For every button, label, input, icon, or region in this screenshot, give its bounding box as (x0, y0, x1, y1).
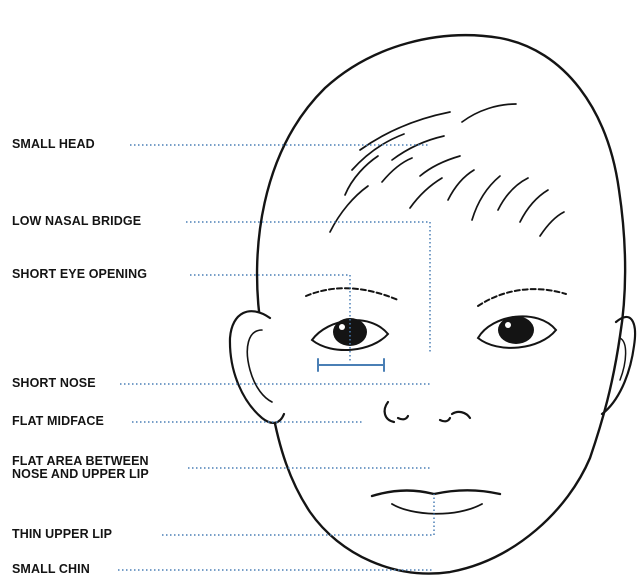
label-small-head: SMALL HEAD (12, 138, 95, 151)
label-flat-area-line2: NOSE AND UPPER LIP (12, 468, 149, 481)
label-short-nose: SHORT NOSE (12, 377, 96, 390)
label-small-chin: SMALL CHIN (12, 563, 90, 576)
right-ear-inner (620, 338, 626, 380)
label-flat-area-between-nose-and-upper-lip: FLAT AREA BETWEEN NOSE AND UPPER LIP (12, 455, 149, 481)
label-short-eye-opening: SHORT EYE OPENING (12, 268, 147, 281)
label-low-nasal-bridge: LOW NASAL BRIDGE (12, 215, 141, 228)
label-flat-midface: FLAT MIDFACE (12, 415, 104, 428)
label-thin-upper-lip: THIN UPPER LIP (12, 528, 112, 541)
